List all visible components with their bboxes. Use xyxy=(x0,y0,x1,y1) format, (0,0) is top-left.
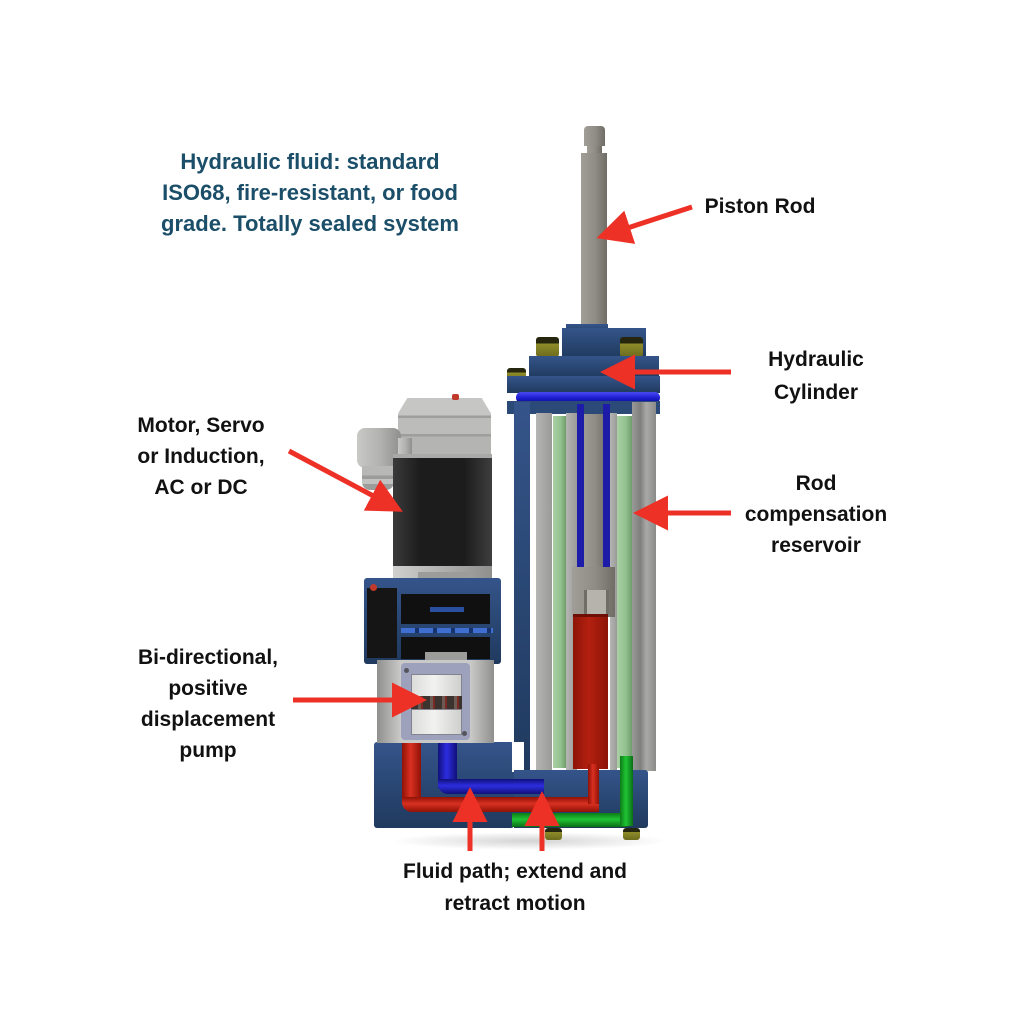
label-rod-reservoir: Rod compensation reservoir xyxy=(744,472,888,557)
fluid-pipe-green-vertical xyxy=(620,756,633,826)
arrow-motor xyxy=(287,448,403,512)
pump-screw-bottom xyxy=(462,731,467,736)
fluid-pipe-red-riser xyxy=(588,764,599,804)
manifold-panel-lower xyxy=(401,637,490,659)
manifold-dot xyxy=(370,584,377,591)
cylinder-wall-left xyxy=(514,402,530,774)
cable-connector-arm xyxy=(398,438,412,458)
reservoir-fluid-right xyxy=(617,416,632,768)
piston-cup xyxy=(584,590,609,614)
rod-fluid-left xyxy=(577,404,584,567)
cylinder-wall-right xyxy=(632,402,656,771)
manifold-stripe xyxy=(401,628,493,633)
label-pump: Bi-directional, positive displacement pu… xyxy=(137,646,279,762)
rod-fluid-right xyxy=(603,404,610,567)
head-bolt-right xyxy=(620,337,643,357)
reservoir-fluid-left xyxy=(553,416,566,768)
manifold-slot xyxy=(430,607,464,612)
motor-ring-top xyxy=(393,454,492,460)
cylinder-liner-left2 xyxy=(566,413,577,771)
cylinder-liner-left1 xyxy=(536,413,552,771)
fluid-pipe-blue-vertical xyxy=(438,742,457,788)
hydraulic-fluid-note: Hydraulic fluid: standard ISO68, fire-re… xyxy=(161,149,459,236)
head-bolt-left xyxy=(536,337,559,357)
base-foot-left xyxy=(545,828,562,840)
base-gap xyxy=(512,742,524,772)
label-piston-rod: Piston Rod xyxy=(704,195,816,218)
manifold-left-panel xyxy=(367,588,397,658)
motor-body xyxy=(393,458,492,568)
cylinder-red-chamber xyxy=(573,614,608,769)
fluid-pipe-red-vertical xyxy=(402,742,421,804)
label-fluid-path: Fluid path; extend and retract motion xyxy=(403,860,627,915)
ground-shadow xyxy=(390,832,670,850)
label-hydraulic-cylinder: Hydraulic Cylinder xyxy=(768,348,864,404)
label-motor: Motor, Servo or Induction, AC or DC xyxy=(137,414,265,499)
cylinder-port-band xyxy=(516,392,660,403)
base-foot-right xyxy=(623,828,640,840)
motor-cap xyxy=(398,398,491,460)
pump-screw-top xyxy=(404,668,409,673)
motor-cap-dot xyxy=(452,394,459,400)
arrow-piston-rod xyxy=(596,204,693,244)
manifold-tab xyxy=(418,572,470,580)
piston-rod-notch xyxy=(587,146,602,153)
piston-rod-tip xyxy=(584,126,605,146)
